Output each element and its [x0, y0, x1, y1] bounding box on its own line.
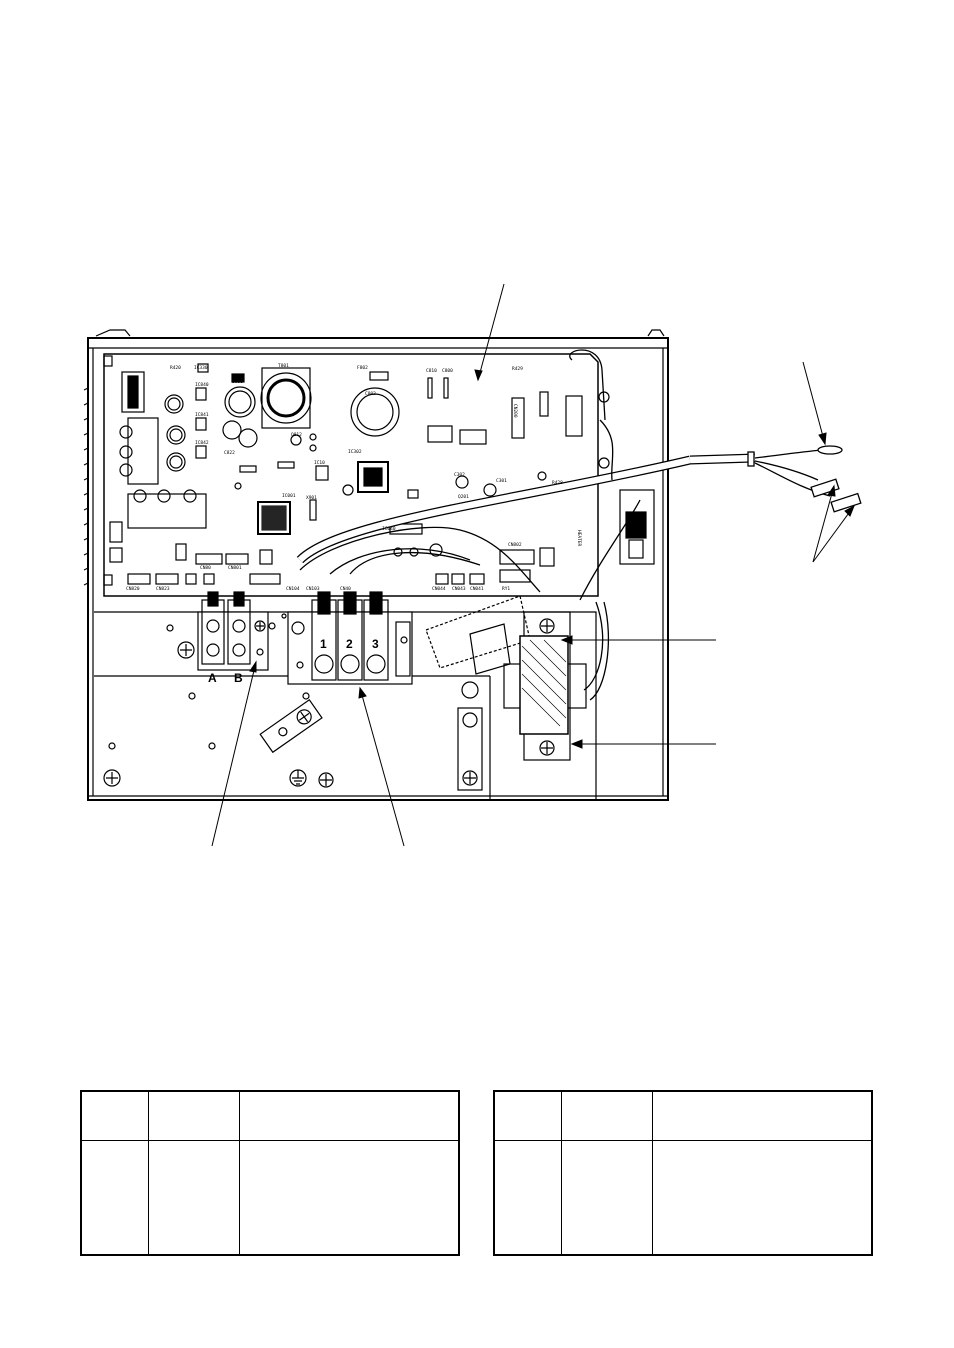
pcb-silkscreen-label: F802	[357, 365, 368, 371]
table-cell	[147, 1140, 240, 1256]
pcb-silkscreen-label: RY1	[502, 586, 510, 592]
pcb-silkscreen-label: Q201	[458, 494, 469, 500]
pcb-silkscreen-label: IC001	[282, 493, 296, 499]
table-header-row	[493, 1090, 873, 1141]
terminal-label-b: B	[234, 671, 243, 685]
header-cell	[651, 1090, 873, 1141]
terminal-label-a: A	[208, 671, 217, 685]
pcb-silkscreen-label: D800	[232, 379, 243, 385]
pcb-silkscreen-label: CN801	[228, 565, 242, 571]
pcb-silkscreen-label: C301	[496, 478, 507, 484]
header-cell	[560, 1090, 653, 1141]
pcb-silkscreen-label: C822	[224, 450, 235, 456]
wire-harness	[296, 349, 862, 701]
pcb-silkscreen-label: C800	[442, 368, 453, 374]
right-switch	[565, 391, 655, 565]
pcb-silkscreen-label: X901	[306, 495, 317, 501]
chassis	[83, 329, 669, 801]
table-cell	[651, 1140, 873, 1256]
pcb-silkscreen-label: IC040	[382, 526, 396, 532]
pcb-silkscreen: R420 IC330 D800 T801 F802 C810 C800 R429…	[126, 363, 582, 592]
parts-table-left	[80, 1090, 460, 1256]
table-cell	[238, 1140, 460, 1256]
pcb-silkscreen-label: R428	[552, 480, 563, 486]
table-header-row	[80, 1090, 460, 1141]
pcb-silkscreen-label: IC841	[195, 412, 209, 418]
terminal-label-1: 1	[320, 637, 327, 651]
pcb-silkscreen-label: IC302	[348, 449, 362, 455]
pcb-silkscreen-label: IC10	[314, 460, 325, 466]
pcb-silkscreen-label: CN103	[306, 586, 320, 592]
pcb-silkscreen-label: CN802	[508, 542, 522, 548]
noise-filter	[425, 595, 531, 675]
pcb-silkscreen-label: CN041	[470, 586, 484, 592]
header-cell	[147, 1090, 240, 1141]
pcb-silkscreen-label: CN823	[156, 586, 170, 592]
header-cell	[80, 1090, 149, 1141]
pcb-silkscreen-label: C810	[426, 368, 437, 374]
pcb-silkscreen-label: C302	[454, 472, 465, 478]
table-cell	[560, 1140, 653, 1256]
pcb-silkscreen-label: CN043	[452, 586, 466, 592]
pcb-silkscreen-label: C802	[365, 391, 376, 397]
pcb-silkscreen-label: IC840	[195, 382, 209, 388]
control-box-diagram: A B 1 2 3	[83, 283, 862, 847]
table-row	[493, 1140, 873, 1256]
pcb-silkscreen-label: CN104	[286, 586, 300, 592]
leader-lines	[211, 283, 855, 847]
pcb-silkscreen-label: IC330	[194, 365, 208, 371]
header-cell	[238, 1090, 460, 1141]
table-cell	[493, 1140, 562, 1256]
terminal-label-2: 2	[346, 637, 353, 651]
pcb-silkscreen-label: Q812	[291, 432, 302, 438]
pcb-silkscreen-label: CN80	[200, 565, 211, 571]
pcb-silkscreen-label: R429	[512, 366, 523, 372]
header-cell	[493, 1090, 562, 1141]
pcb-silkscreen-label: CN40	[340, 586, 351, 592]
terminal-block-123	[287, 591, 413, 685]
pcb-silkscreen-label: CN820	[126, 586, 140, 592]
pcb	[103, 353, 599, 597]
pcb-silkscreen-label: IC842	[195, 440, 209, 446]
pcb-silkscreen-label: CN200	[512, 404, 518, 418]
pcb-silkscreen-label: T801	[278, 363, 289, 369]
pcb-silkscreen-label: CN044	[432, 586, 446, 592]
pcb-silkscreen-label: R420	[170, 365, 181, 371]
table-cell	[80, 1140, 149, 1256]
terminal-label-3: 3	[372, 637, 379, 651]
pcb-silkscreen-label: HEATER	[576, 530, 582, 547]
table-row	[80, 1140, 460, 1256]
transformer	[503, 611, 587, 761]
terminal-block-ab	[197, 591, 269, 671]
parts-table-right	[493, 1090, 873, 1256]
